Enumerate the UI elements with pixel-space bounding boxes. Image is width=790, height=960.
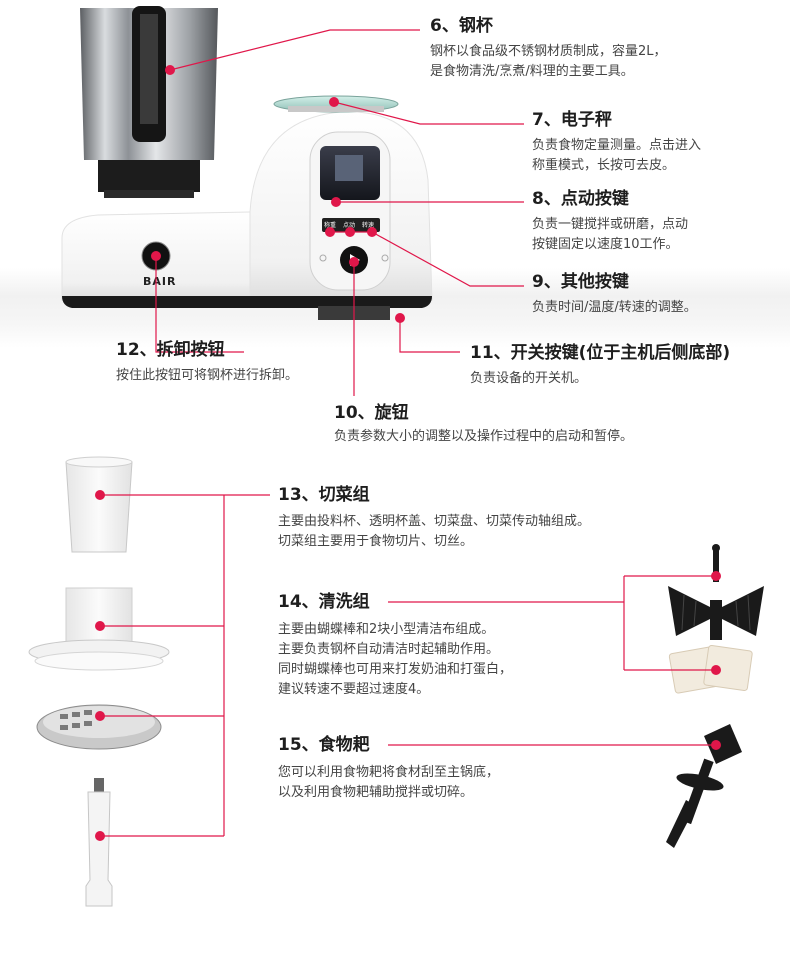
- scale-title: 7、电子秤: [532, 110, 612, 130]
- cutting-group-desc-1: 主要由投料杯、透明杯盖、切菜盘、切菜传动轴组成。: [278, 514, 591, 529]
- spatula-title: 15、食物耙: [278, 735, 370, 755]
- other-buttons-desc-1: 负责时间/温度/转速的调整。: [532, 300, 697, 315]
- cutting-group-desc-2: 切菜组主要用于食物切片、切丝。: [278, 534, 474, 549]
- panel-button-pulse[interactable]: 点动: [343, 222, 356, 229]
- knob-title: 10、旋钮: [334, 403, 409, 423]
- steel-cup-title: 6、钢杯: [430, 16, 493, 36]
- cleaning-group-desc-3: 同时蝴蝶棒也可用来打发奶油和打蛋白，: [278, 662, 513, 677]
- release-button-desc-1: 按住此按钮可将钢杯进行拆卸。: [116, 368, 299, 383]
- pulse-button-desc-1: 负责一键搅拌或研磨，点动: [532, 217, 689, 232]
- cleaning-group-desc-4: 建议转速不要超过速度4。: [278, 682, 430, 697]
- pulse-button-title: 8、点动按键: [532, 189, 629, 209]
- cleaning-group-figure: [668, 544, 764, 694]
- panel-button-speed[interactable]: 转速: [362, 222, 375, 229]
- other-buttons-title: 9、其他按键: [532, 272, 629, 292]
- steel-cup-desc-2: 是食物清洗/烹煮/料理的主要工具。: [430, 64, 634, 79]
- cleaning-group-desc-2: 主要负责钢杯自动清洁时起辅助作用。: [278, 642, 500, 657]
- power-switch-title: 11、开关按键(位于主机后侧底部): [470, 343, 731, 363]
- knob-desc-1: 负责参数大小的调整以及操作过程中的启动和暂停。: [334, 429, 634, 444]
- steel-cup-figure: [80, 6, 218, 198]
- machine-figure: [61, 6, 433, 320]
- pulse-button-desc-2: 按键固定以速度10工作。: [532, 237, 679, 252]
- cleaning-group-title: 14、清洗组: [278, 592, 370, 612]
- steel-cup-desc-1: 钢杯以食品级不锈钢材质制成，容量2L，: [430, 44, 667, 59]
- spatula-figure: [666, 724, 742, 848]
- power-switch-desc-1: 负责设备的开关机。: [470, 371, 588, 386]
- spatula-desc-1: 您可以利用食物耙将食材刮至主锅底，: [278, 765, 500, 780]
- brand-logo: BAIR: [143, 275, 177, 288]
- scale-desc-2: 称重模式，长按可去皮。: [532, 158, 676, 173]
- cleaning-group-desc-1: 主要由蝴蝶棒和2块小型清洁布组成。: [278, 622, 495, 637]
- panel-button-weigh[interactable]: 称重: [324, 222, 337, 229]
- release-button-title: 12、拆卸按钮: [116, 340, 225, 360]
- cutting-group-figure: [28, 456, 170, 907]
- spatula-desc-2: 以及利用食物耙辅助搅拌或切碎。: [278, 785, 474, 800]
- scale-desc-1: 负责食物定量测量。点击进入: [532, 138, 702, 153]
- cutting-group-title: 13、切菜组: [278, 485, 370, 505]
